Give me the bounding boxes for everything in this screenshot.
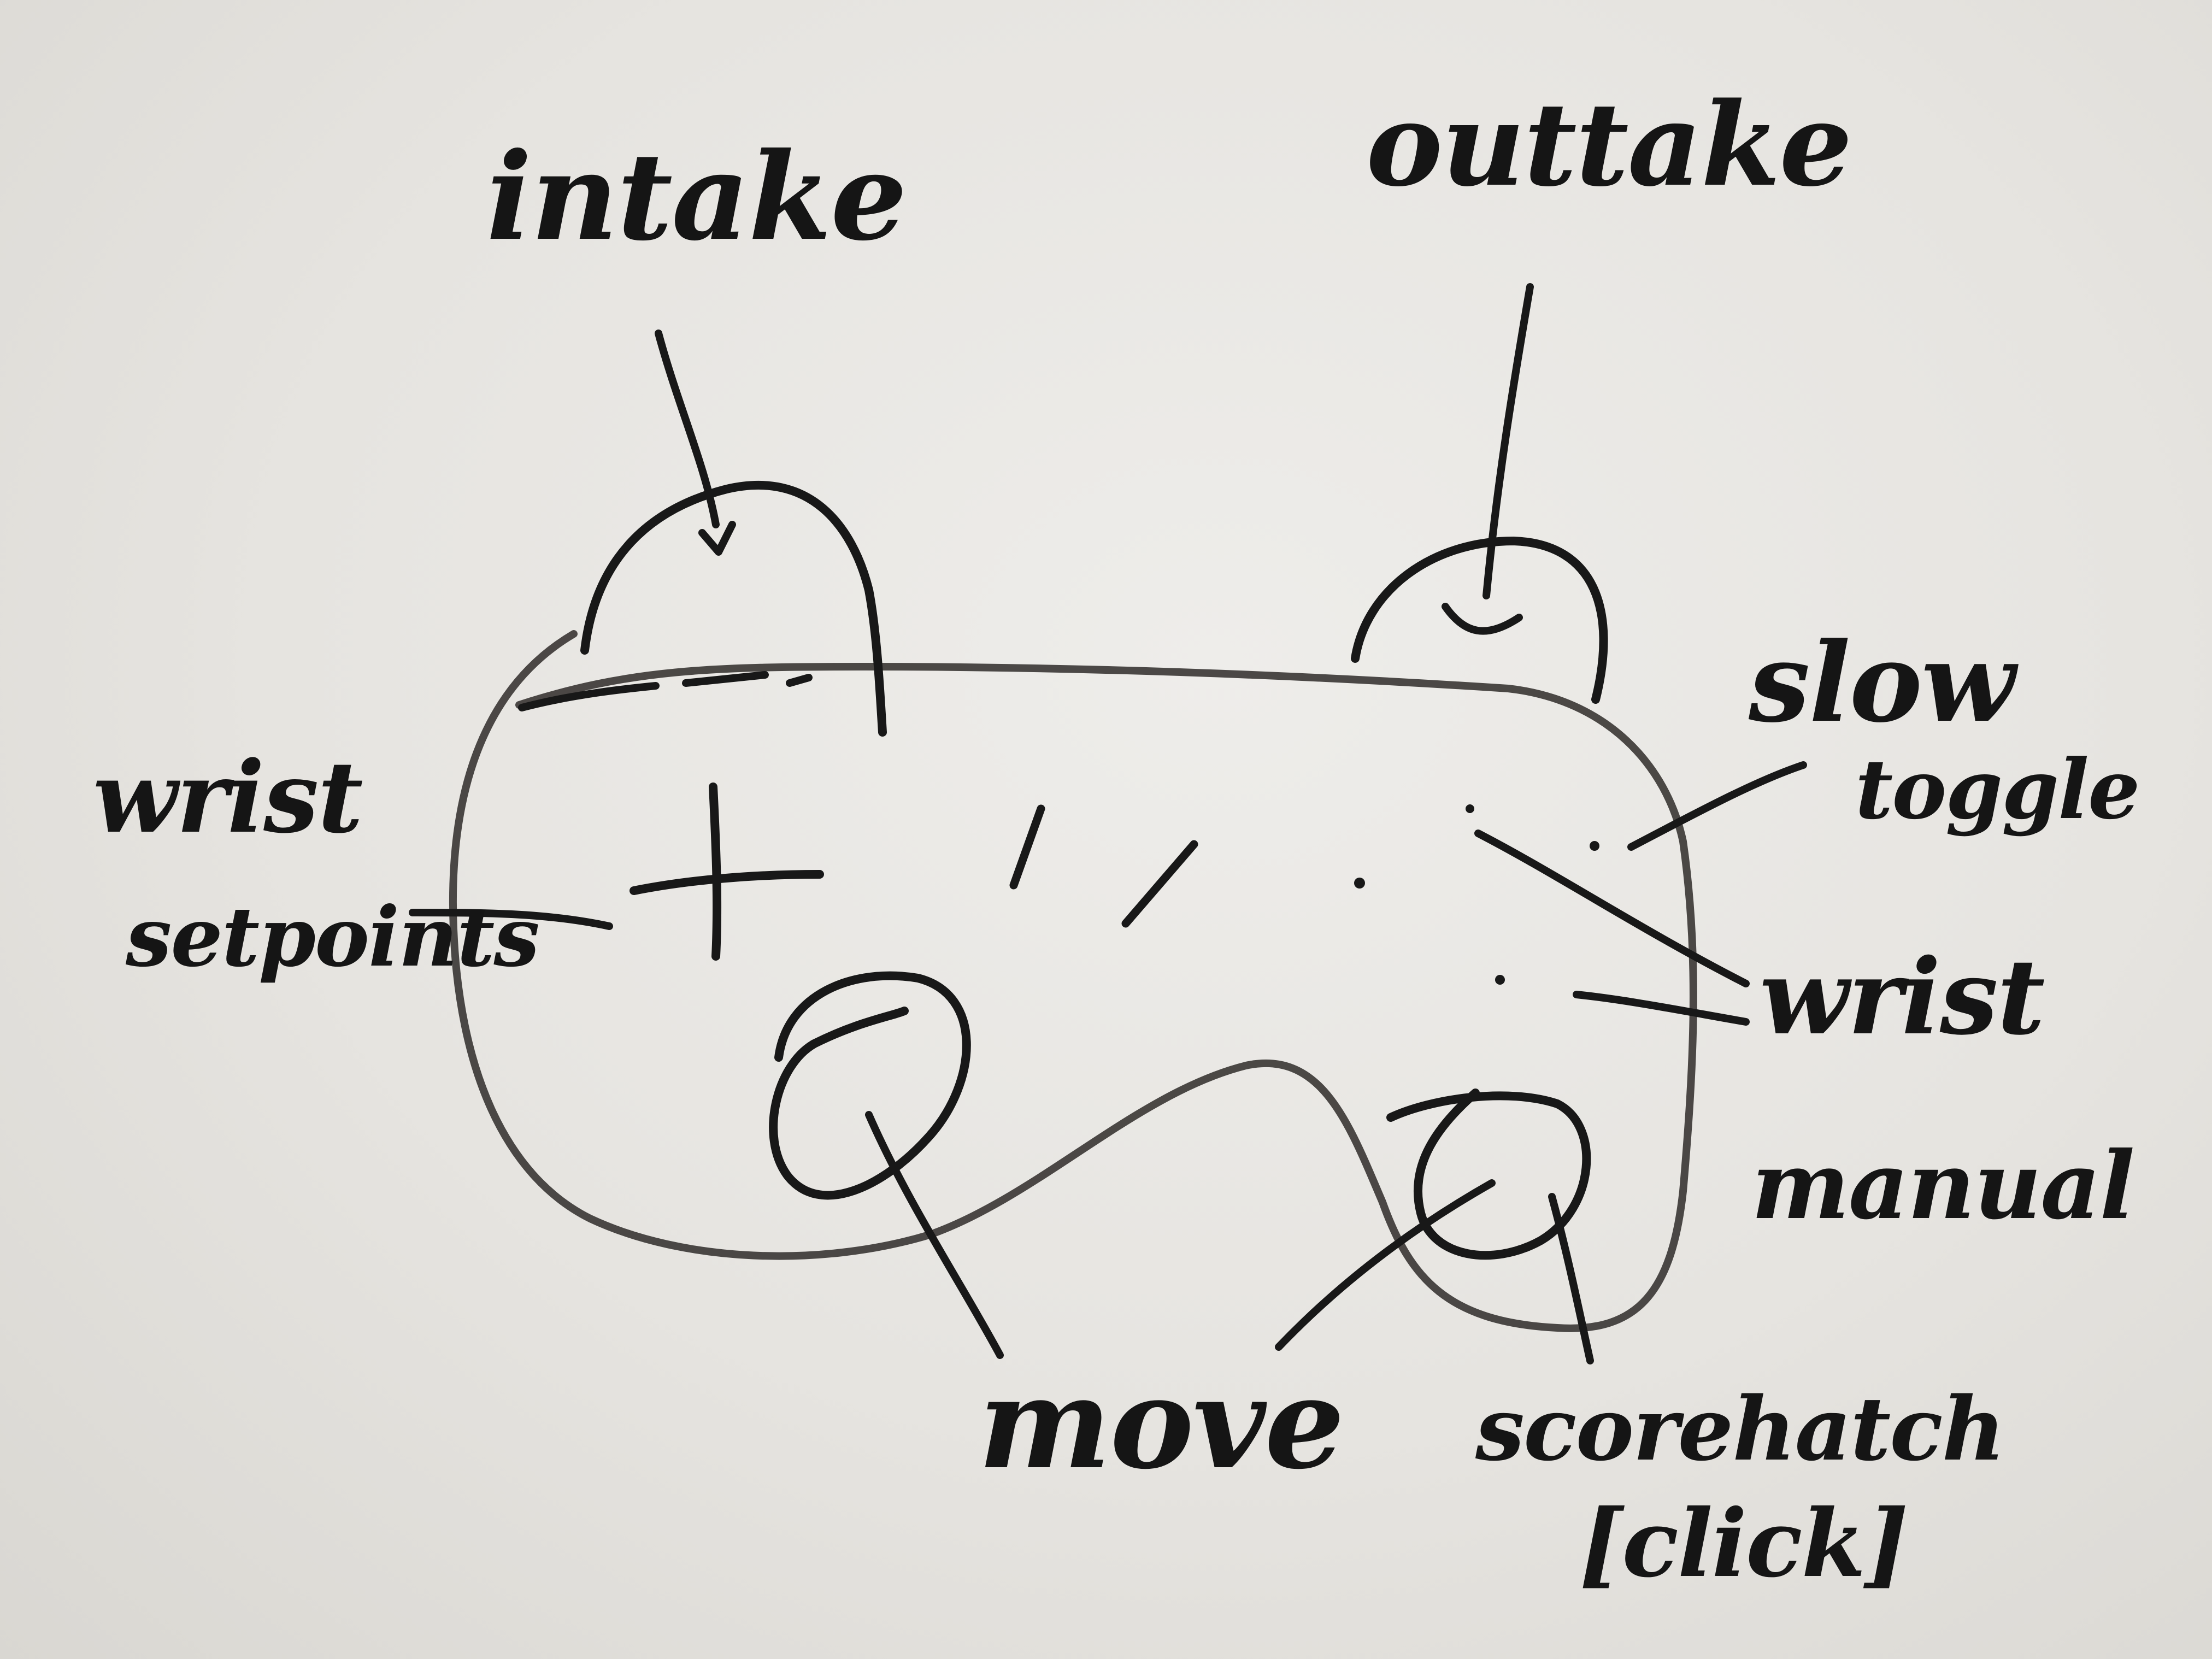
shoulder-line	[518, 671, 813, 711]
label-wrist-setpoints-2: setpoints	[126, 889, 540, 985]
leader-intake	[655, 330, 736, 556]
label-click: [click]	[1579, 1489, 1909, 1598]
button-dot-1	[1354, 878, 1365, 889]
button-dot-2	[1466, 804, 1474, 813]
button-dot-4	[1495, 975, 1505, 985]
leader-scorehatch	[1548, 1193, 1594, 1364]
right-joystick	[1386, 1089, 1591, 1260]
button-dot-3	[1590, 841, 1599, 851]
right-bumper	[1351, 537, 1608, 704]
leader-wrist-manual-2	[1573, 991, 1750, 1026]
leader-wrist-manual-1	[1474, 829, 1750, 987]
label-intake: intake	[486, 126, 907, 267]
dpad	[630, 783, 824, 961]
leader-slow-toggle	[1627, 761, 1807, 851]
leader-wrist-setpoints	[409, 909, 613, 930]
label-move: move	[978, 1350, 1345, 1497]
leader-outtake	[1442, 283, 1534, 635]
label-slow: slow	[1749, 619, 2015, 747]
label-toggle: toggle	[1855, 742, 2140, 838]
leader-move-left	[865, 1111, 1004, 1359]
center-buttons	[1009, 804, 1198, 928]
left-bumper	[580, 480, 887, 737]
label-wrist-manual-1: wrist	[1760, 936, 2045, 1058]
label-outtake: outtake	[1366, 77, 1852, 212]
left-joystick	[769, 971, 971, 1200]
label-wrist-manual-2: manual	[1751, 1131, 2135, 1240]
controller-body-outline	[449, 630, 1697, 1332]
leader-move-right	[1275, 1179, 1496, 1351]
label-wrist-setpoints-1: wrist	[93, 740, 363, 855]
label-scorehatch: scorehatch	[1475, 1378, 2005, 1480]
